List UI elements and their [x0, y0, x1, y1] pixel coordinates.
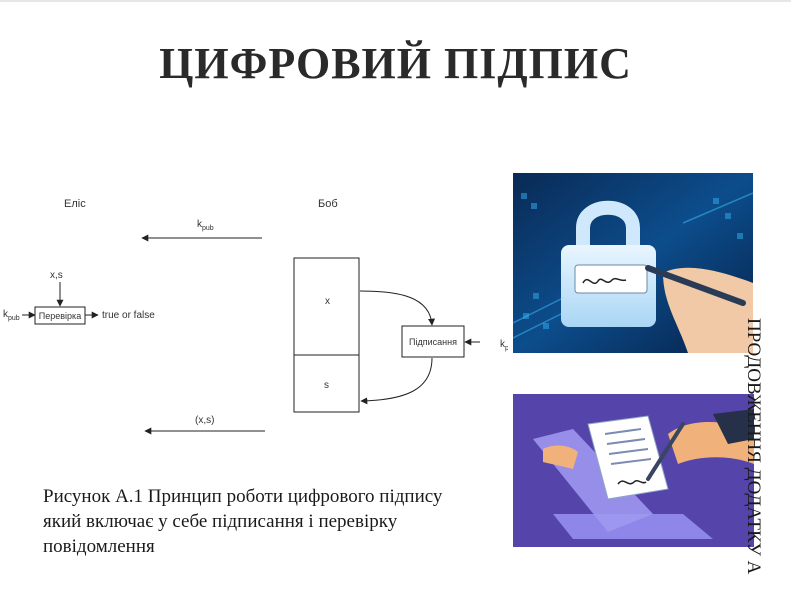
- alice-label: Еліс: [64, 198, 86, 210]
- slide-title: ЦИФРОВИЙ ПІДПИС: [159, 39, 632, 88]
- xs-message-label: (x,s): [195, 415, 214, 426]
- x-cell-label: x: [325, 296, 330, 307]
- side-appendix-label: ПРОДОВЖЕННЯ ДОДАТКУ А: [743, 318, 764, 575]
- x-to-sign-arrow: [359, 290, 436, 326]
- xs-input-label: x,s: [50, 270, 63, 281]
- kpr-label-box: kpr: [500, 339, 508, 352]
- sign-to-s-arrow: [360, 357, 433, 405]
- kpub-left-label: kpub: [3, 309, 20, 322]
- s-cell-label: s: [324, 380, 329, 391]
- signature-diagram: Еліс Боб kpub x,s kpub Перевірка true or…: [3, 198, 480, 435]
- top-border: [0, 0, 791, 2]
- kpr-visible-label: kpr: [500, 339, 508, 352]
- sign-box-label: Підписання: [409, 337, 457, 347]
- bob-label: Боб: [318, 198, 338, 210]
- padlock-signature-image: [513, 173, 753, 353]
- laptop-signing-image: [513, 394, 754, 547]
- figure-caption: Рисунок А.1 Принцип роботи цифрового під…: [43, 486, 443, 557]
- s-cell: [293, 354, 360, 413]
- kpub-top-label: kpub: [197, 219, 214, 232]
- verify-box-label: Перевірка: [39, 311, 81, 321]
- sign-box: [401, 325, 465, 358]
- result-label: true or false: [102, 310, 155, 321]
